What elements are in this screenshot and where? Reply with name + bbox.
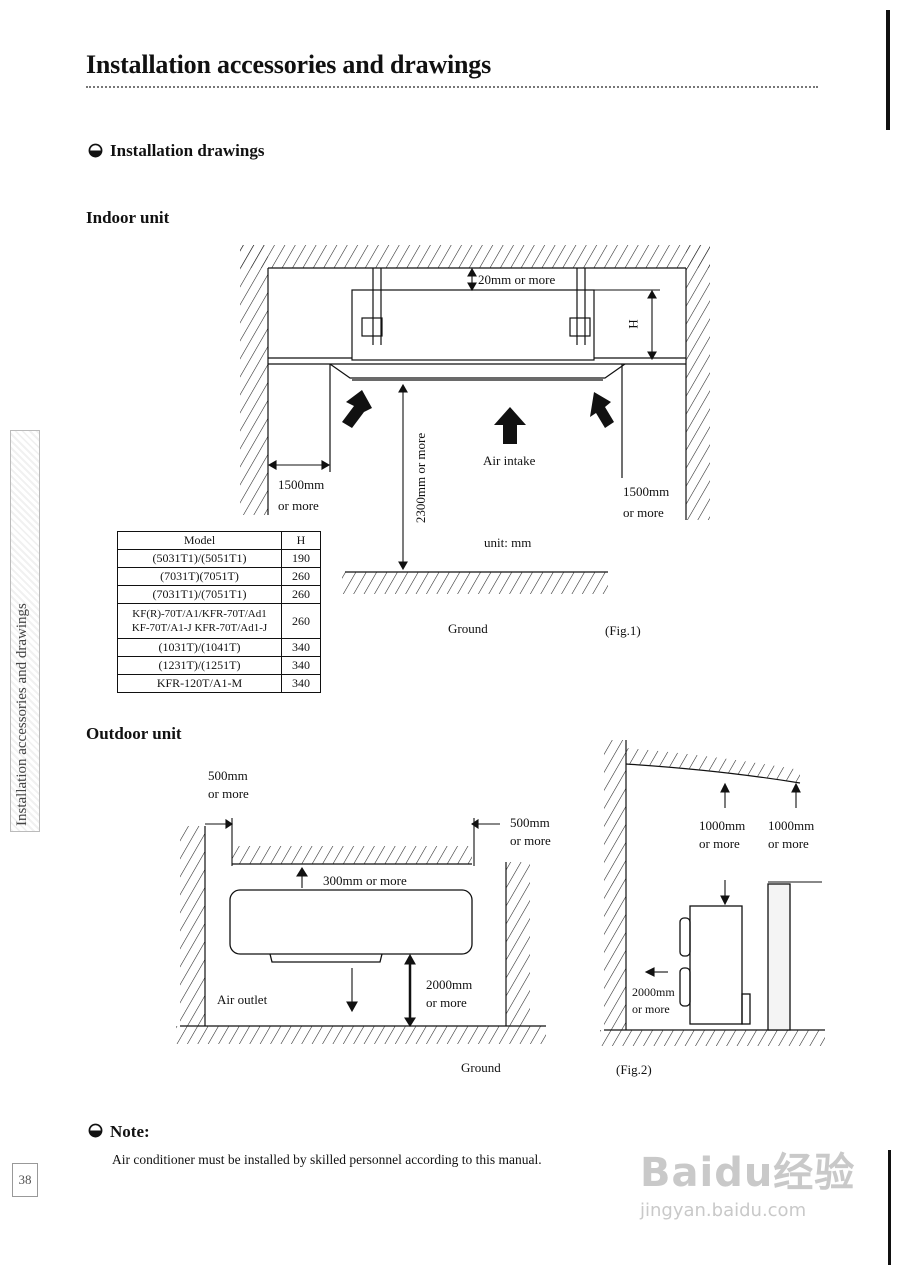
indoor-right-clear-1: 1500mm (623, 484, 670, 499)
page-edge-mark (888, 1150, 891, 1265)
sidebar-tab: Installation accessories and drawings (10, 430, 40, 832)
model-line-1: KF(R)-70T/A1/KFR-70T/Ad1 (132, 608, 267, 620)
right-wall (685, 245, 710, 520)
indoor-left-clear-1: 1500mm (278, 477, 325, 492)
outdoor-left-clear-1: 500mm (208, 768, 248, 783)
page-number: 38 (12, 1163, 38, 1197)
side-top1-clear-1: 1000mm (699, 818, 746, 833)
note-heading: Note: (110, 1122, 150, 1141)
indoor-heading: Indoor unit (86, 208, 170, 227)
outdoor-front-clear-2: or more (426, 995, 467, 1010)
model-table: Model H (5031T1)/(5051T1) 190 (7031T)(70… (117, 531, 321, 693)
model-cell: (5031T1)/(5051T1) (117, 549, 282, 568)
table-row: (7031T)(7051T) 260 (117, 567, 321, 586)
page-edge-mark (886, 10, 890, 130)
h-cell: 340 (281, 674, 321, 693)
side-front-clear-2: or more (632, 1002, 670, 1016)
section-heading: Installation drawings (110, 141, 265, 160)
watermark: Baidu经验 jingyan.baidu.com (640, 1140, 855, 1221)
note-text: Air conditioner must be installed by ski… (112, 1152, 542, 1167)
outdoor-top-clear: 300mm or more (323, 873, 407, 888)
watermark-url: jingyan.baidu.com (640, 1200, 807, 1221)
title-rule (86, 86, 818, 88)
indoor-clearance-top: 20mm or more (478, 272, 556, 287)
model-cell: (1231T)/(1251T) (117, 656, 282, 675)
side-front-clear-1: 2000mm (632, 985, 675, 999)
page-title: Installation accessories and drawings (86, 50, 492, 79)
air-outlet-label: Air outlet (217, 992, 268, 1007)
fig2-label: (Fig.2) (616, 1062, 652, 1077)
table-row: (1231T)/(1251T) 340 (117, 656, 321, 675)
outdoor-front-clear-1: 2000mm (426, 977, 473, 992)
left-wall (240, 245, 269, 515)
indoor-left-clear-2: or more (278, 498, 319, 513)
indoor-right-clear-2: or more (623, 505, 664, 520)
outdoor-right-clear-1: 500mm (510, 815, 550, 830)
fig1-label: (Fig.1) (605, 623, 641, 638)
table-row: (7031T1)/(7051T1) 260 (117, 585, 321, 604)
model-cell: (7031T)(7051T) (117, 567, 282, 586)
ground-hatch (342, 571, 608, 594)
bullet-icon (88, 143, 103, 158)
side-top1-clear-2: or more (699, 836, 740, 851)
outdoor-left-clear-2: or more (208, 786, 249, 801)
h-cell: 260 (281, 585, 321, 604)
table-row: (5031T1)/(5051T1) 190 (117, 549, 321, 568)
unit-note: unit: mm (484, 535, 532, 550)
indoor-ground-label: Ground (448, 621, 488, 636)
side-top2-clear-2: or more (768, 836, 809, 851)
outdoor-ground-label: Ground (461, 1060, 501, 1075)
model-line-2: KF-70T/A1-J KFR-70T/Ad1-J (131, 622, 268, 634)
ceiling-hatch (240, 245, 710, 269)
h-cell: 260 (281, 603, 321, 639)
side-top2-clear-1: 1000mm (768, 818, 815, 833)
outdoor-heading: Outdoor unit (86, 724, 182, 743)
outdoor-right-clear-2: or more (510, 833, 551, 848)
h-cell: 340 (281, 656, 321, 675)
watermark-brand: Baidu经验 (640, 1150, 856, 1196)
air-intake-label: Air intake (483, 453, 536, 468)
table-row: KFR-120T/A1-M 340 (117, 674, 321, 693)
model-cell: (1031T)/(1041T) (117, 638, 282, 657)
bullet-icon (88, 1123, 103, 1138)
